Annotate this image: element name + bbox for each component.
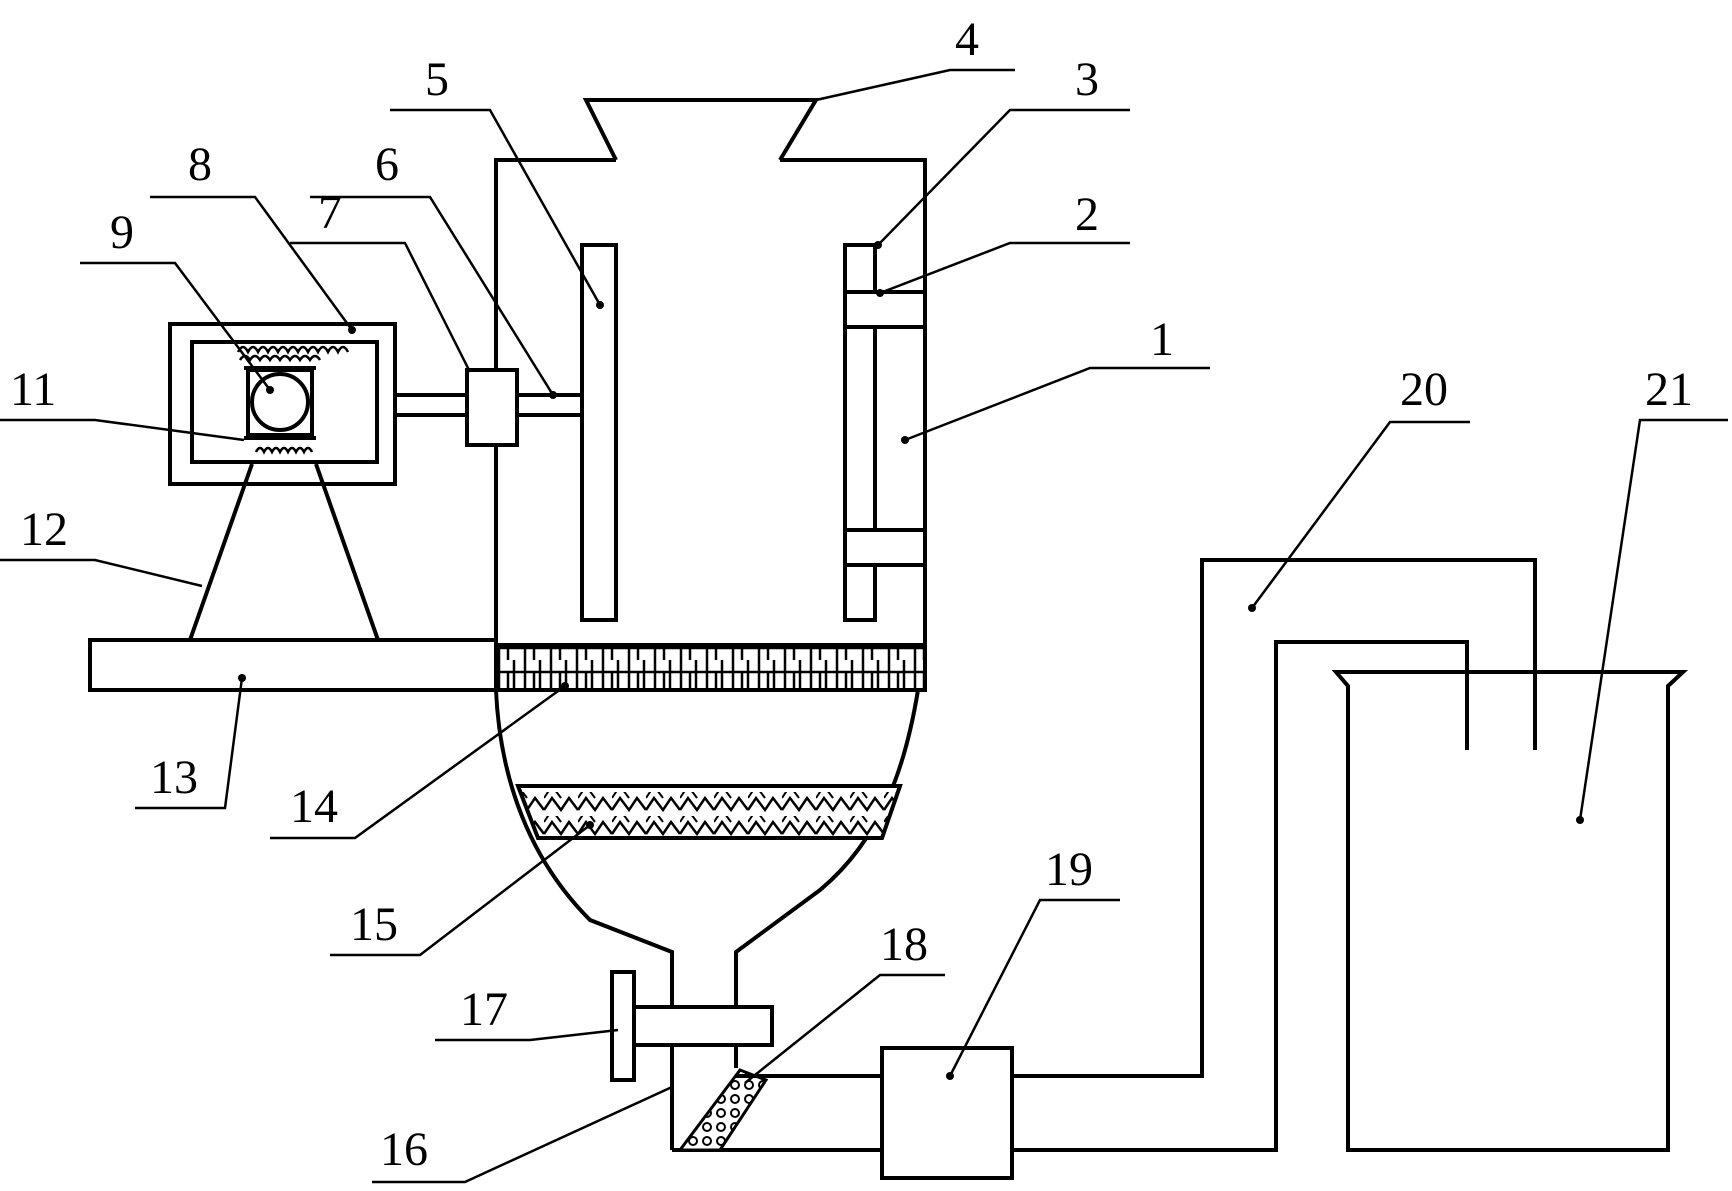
label-15: 15 [350, 898, 398, 951]
label-12: 12 [20, 503, 68, 556]
base-plate [88, 638, 498, 692]
adsorption-layer [515, 784, 903, 840]
label-7: 7 [318, 186, 342, 239]
label-9: 9 [110, 206, 134, 259]
reference-dots [238, 241, 1584, 1080]
label-19: 19 [1045, 843, 1093, 896]
label-17: 17 [460, 983, 508, 1036]
piping [736, 558, 1537, 1152]
storage-tank [1331, 670, 1689, 1152]
label-6: 6 [375, 138, 399, 191]
pump [880, 1046, 1014, 1180]
filter-layer [494, 643, 927, 692]
support-stand [188, 463, 380, 641]
label-3: 3 [1075, 53, 1099, 106]
feed-hopper [582, 98, 820, 162]
label-21: 21 [1645, 363, 1693, 416]
label-11: 11 [10, 363, 56, 416]
label-1: 1 [1150, 313, 1174, 366]
label-4: 4 [955, 13, 979, 66]
label-14: 14 [290, 780, 338, 833]
motor-housing [168, 322, 397, 486]
stirring-frame [843, 243, 927, 622]
label-2: 2 [1075, 188, 1099, 241]
label-8: 8 [188, 138, 212, 191]
label-18: 18 [880, 918, 928, 971]
outlet-filter [677, 1068, 769, 1152]
discharge-valve [610, 970, 774, 1082]
label-5: 5 [425, 53, 449, 106]
leader-lines [0, 68, 1728, 1184]
motor-inner-frame [190, 340, 379, 464]
motor-core [236, 345, 350, 455]
label-13: 13 [150, 751, 198, 804]
label-20: 20 [1400, 363, 1448, 416]
bearing-seal [465, 368, 519, 447]
label-16: 16 [380, 1123, 428, 1176]
